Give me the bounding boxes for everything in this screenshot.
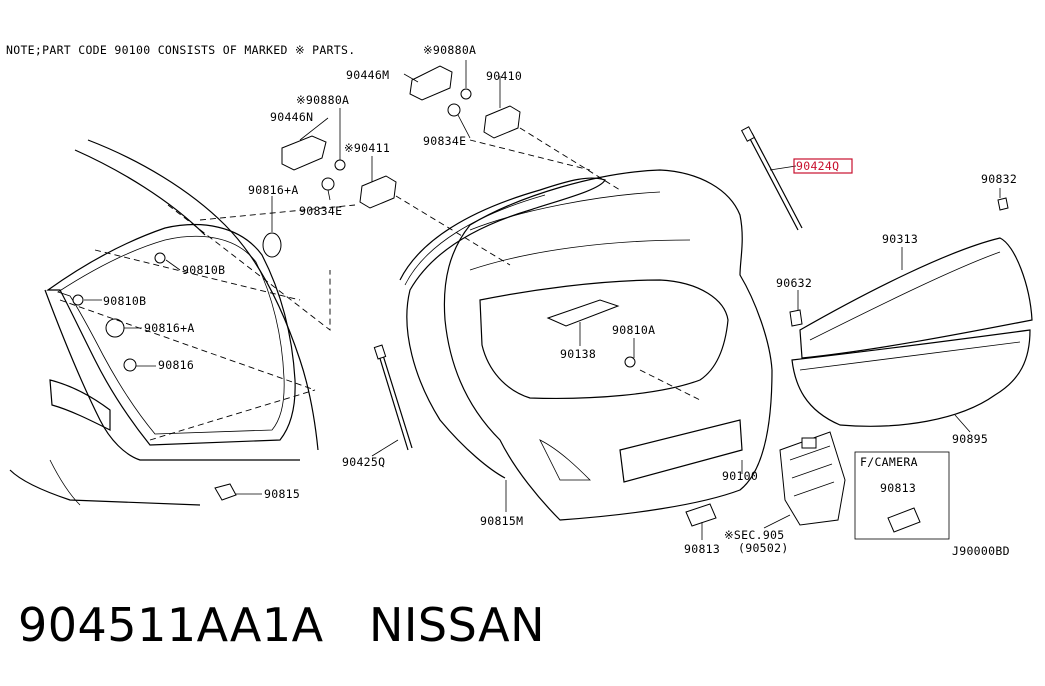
note-text: NOTE;PART CODE 90100 CONSISTS OF MARKED … [6,43,355,57]
label-camera-title: F/CAMERA [860,455,918,469]
label-90880a-left: ※90880A [296,93,349,107]
assembly-lines [59,127,701,441]
bolt-90810b-left [72,294,84,306]
leader-lines [84,60,1001,540]
label-90816a-top: 90816+A [248,183,299,197]
label-90813: 90813 [684,542,720,556]
label-90411: ※90411 [344,141,390,155]
label-90138: 90138 [560,347,596,361]
label-90895: 90895 [952,432,988,446]
label-90810b-left: 90810B [103,294,146,308]
label-90816: 90816 [158,358,194,372]
hinge-assembly [281,65,521,209]
finisher-90895 [791,329,1031,427]
bumper-stop-90815 [214,483,237,501]
hinge-90410 [483,105,521,139]
camera-inset [854,451,950,540]
back-door-90100 [443,169,773,521]
label-90816a-mid: 90816+A [144,321,195,335]
body-fasteners [72,232,282,501]
camera-bracket-90813 [685,503,717,527]
clip-90832 [997,197,1009,211]
label-sec905: ※SEC.905 [724,528,785,542]
bolt-90810b-right [154,252,166,264]
nut-90834e-left [321,177,335,191]
spoiler-90313 [799,237,1033,359]
grommet-90816a-top [262,232,282,258]
label-camera-part: 90813 [880,481,916,495]
label-90425q: 90425Q [342,455,385,469]
label-90832: 90832 [981,172,1017,186]
stay-90425q [373,344,413,451]
bolt-90810a [624,356,636,368]
label-90810b-right: 90810B [182,263,225,277]
brand-name: NISSAN [368,598,546,652]
label-90446n: 90446N [270,110,313,124]
label-90632: 90632 [776,276,812,290]
label-90810a: 90810A [612,323,655,337]
label-90446m: 90446M [346,68,389,82]
label-90880a-top: ※90880A [423,43,476,57]
hinge-90411 [359,175,397,209]
label-90424q: 90424Q [796,159,839,173]
label-90410: 90410 [486,69,522,83]
hinge-90446n [281,135,327,171]
car-body-outline [9,139,319,506]
weatherstrip-90815m [399,177,606,479]
plug-90816 [123,358,137,372]
lock-assembly-90502 [779,431,846,526]
stay-90424q [740,126,803,231]
bolt-90880a-left [334,159,346,171]
label-90313: 90313 [882,232,918,246]
bolt-90880a-top [460,88,472,100]
highlight-box-90424q [793,158,853,174]
footer-caption: 904511AA1A NISSAN [18,598,545,652]
label-90100: 90100 [722,469,758,483]
label-sec905-sub: (90502) [738,541,789,555]
label-90815: 90815 [264,487,300,501]
label-90834e-top: 90834E [423,134,466,148]
nut-90834e-top [447,103,461,117]
handle-90138 [546,299,620,327]
camera-bracket-inset [887,507,921,533]
clip-90632 [789,309,803,327]
drawing-code: J90000BD [952,544,1010,558]
hinge-90446m [409,65,453,101]
label-90815m: 90815M [480,514,523,528]
part-number: 904511AA1A [18,598,324,652]
label-90834e-left: 90834E [299,204,342,218]
